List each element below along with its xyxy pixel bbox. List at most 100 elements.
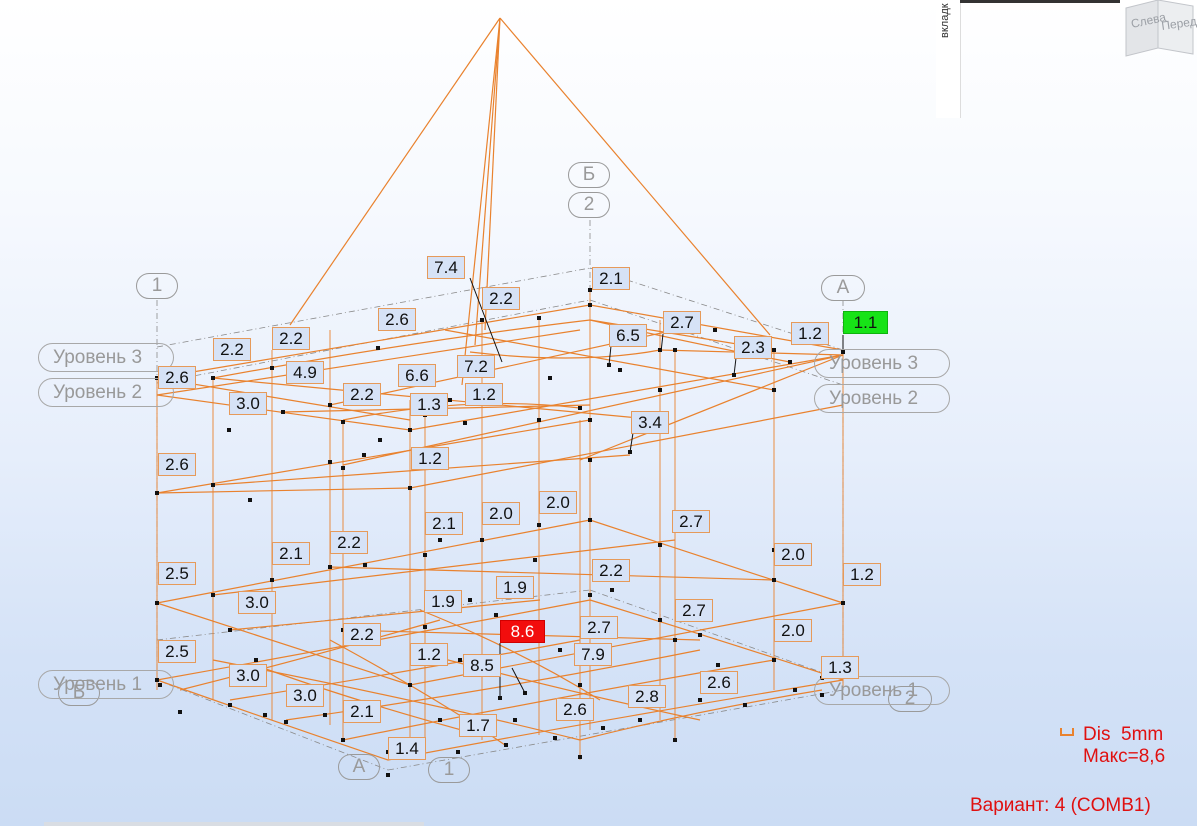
structure-node [588, 518, 592, 522]
structure-node [578, 406, 582, 410]
beam-level1 [329, 566, 775, 581]
displacement-label: 1.9 [496, 576, 534, 599]
beam-upper [409, 354, 844, 431]
structure-node [468, 598, 472, 602]
structure-node [362, 453, 366, 457]
beam-mid [156, 419, 591, 494]
displacement-label: 1.7 [459, 714, 497, 737]
displacement-label: 2.0 [482, 502, 520, 525]
legend-dis-label: Dis [1083, 724, 1111, 745]
structure-node [716, 663, 720, 667]
structure-node [504, 743, 508, 747]
load-variant-text: Вариант: 4 (COMB1) [970, 795, 1151, 816]
displacement-label: 2.0 [539, 491, 577, 514]
side-panel-tab[interactable] [936, 0, 961, 118]
foundation-beam [419, 609, 601, 701]
displacement-label: 1.2 [410, 643, 448, 666]
structure-node [658, 543, 662, 547]
grid-axis-line [387, 689, 844, 771]
displacement-label: 3.4 [631, 411, 669, 434]
beam-level1 [589, 519, 844, 604]
beam-curved [469, 349, 661, 359]
structure-node [328, 460, 332, 464]
displacement-label: 2.6 [158, 366, 196, 389]
displacement-label: 3.0 [229, 392, 267, 415]
foundation-beam [156, 679, 844, 761]
structure-node [788, 360, 792, 364]
structure-node [537, 418, 541, 422]
displacement-label: 2.1 [272, 542, 310, 565]
displacement-label: 1.3 [410, 393, 448, 416]
roof-member [499, 17, 771, 336]
viewcube-front-face[interactable] [1157, 0, 1194, 55]
foundation-beam [229, 639, 581, 701]
structure-node [263, 713, 267, 717]
structure-node [376, 346, 380, 350]
bottom-scrollbar-strip[interactable] [44, 822, 424, 826]
structure-node [618, 368, 622, 372]
structure-node [211, 376, 215, 380]
structure-node [698, 698, 702, 702]
viewcube[interactable]: Слева Перед [1118, 0, 1197, 60]
beam-mid [212, 454, 631, 486]
structure-node [328, 403, 332, 407]
grid-axis-line [589, 299, 844, 386]
structure-node [155, 601, 159, 605]
beam-level1 [212, 539, 676, 596]
structure-node [423, 625, 427, 629]
displacement-label: 2.2 [272, 327, 310, 350]
structure-node [533, 558, 537, 562]
grid-axis-line [589, 589, 844, 681]
structure-node [341, 466, 345, 470]
structure-node [578, 755, 582, 759]
grid-axis-line [156, 679, 389, 771]
beam-level1 [156, 602, 411, 686]
displacement-label: 1.2 [791, 322, 829, 345]
displacement-label: 2.6 [700, 671, 738, 694]
structure-node [408, 428, 412, 432]
structure-node [456, 750, 460, 754]
structure-node [638, 718, 642, 722]
structure-node [673, 738, 677, 742]
displacement-label: 7.2 [457, 355, 495, 378]
structure-node [553, 736, 557, 740]
label-leader-line [469, 277, 503, 363]
structure-node [601, 726, 605, 730]
roof-member [474, 17, 501, 346]
beam-curved [212, 319, 591, 379]
displacement-label: 2.1 [592, 267, 630, 290]
roof-member [289, 17, 501, 326]
structure-node [438, 538, 442, 542]
structure-node [155, 491, 159, 495]
displacement-label: 2.3 [734, 336, 772, 359]
legend-dis-value: 5mm [1121, 724, 1164, 745]
structure-node [228, 703, 232, 707]
displacement-label: 2.7 [672, 510, 710, 533]
displacement-label: 2.7 [663, 311, 701, 334]
structure-node [228, 628, 232, 632]
structure-node [438, 718, 442, 722]
beam-mid [156, 487, 411, 494]
structure-node [588, 303, 592, 307]
level-tag-3-left: Уровень 3 [38, 343, 174, 372]
structure-node [498, 696, 502, 700]
label-leader-line [608, 345, 612, 366]
structure-node [363, 563, 367, 567]
displacement-label: 2.0 [774, 543, 812, 566]
displacement-label: 3.0 [286, 684, 324, 707]
max-displacement-label: 8.6 [500, 620, 545, 643]
displacement-label: 2.7 [675, 599, 713, 622]
displacement-label: 2.7 [580, 616, 618, 639]
structure-node [408, 683, 412, 687]
min-displacement-label: 1.1 [843, 311, 888, 334]
displacement-label: 2.1 [343, 700, 381, 723]
foundation-beam [212, 659, 823, 741]
structure-node [248, 498, 252, 502]
structure-node [341, 738, 345, 742]
structure-node [227, 428, 231, 432]
axis-bubble-1-bottom: 1 [428, 757, 470, 783]
displacement-label: 2.2 [343, 623, 381, 646]
structure-node [378, 438, 382, 442]
structure-node [323, 713, 327, 717]
